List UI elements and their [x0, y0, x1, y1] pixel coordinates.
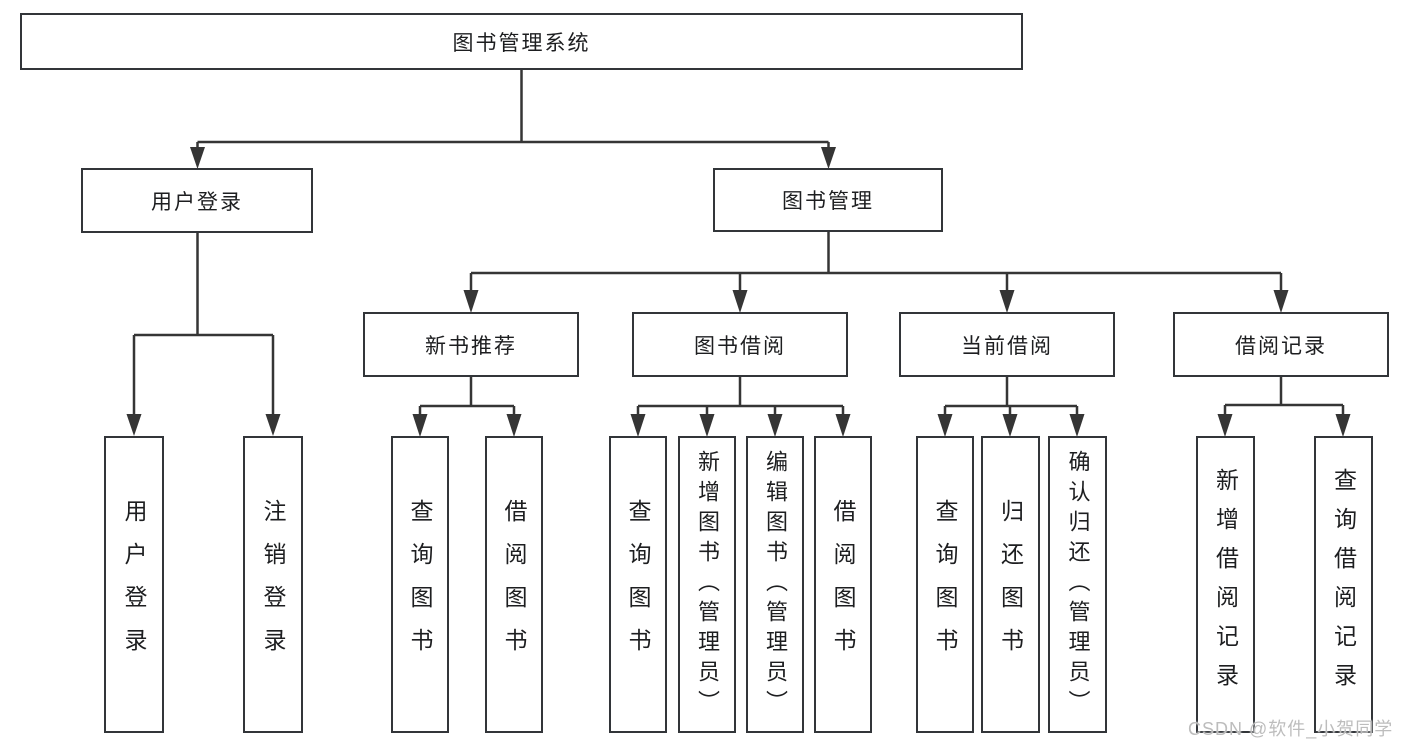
csdn-watermark: CSDN @软件_小贺同学 — [1188, 719, 1394, 739]
leaf-add-books-admin: 新增图书（管理员） — [678, 436, 736, 733]
leaf-query-books-recommend: 查询图书 — [391, 436, 449, 733]
node-book-borrow: 图书借阅 — [632, 312, 848, 377]
leaf-edit-books-admin: 编辑图书（管理员） — [746, 436, 804, 733]
node-current-borrow: 当前借阅 — [899, 312, 1115, 377]
node-borrow-records: 借阅记录 — [1173, 312, 1389, 377]
leaf-query-books-current: 查询图书 — [916, 436, 974, 733]
leaf-return-books: 归还图书 — [981, 436, 1040, 733]
node-new-book-recommend: 新书推荐 — [363, 312, 579, 377]
leaf-add-borrow-record: 新增借阅记录 — [1196, 436, 1255, 733]
leaf-user-login: 用户登录 — [104, 436, 164, 733]
leaf-query-borrow-record: 查询借阅记录 — [1314, 436, 1373, 733]
leaf-logout: 注销登录 — [243, 436, 303, 733]
node-system-root: 图书管理系统 — [20, 13, 1023, 70]
leaf-borrow-books-recommend: 借阅图书 — [485, 436, 543, 733]
node-book-management: 图书管理 — [713, 168, 943, 232]
node-user-login: 用户登录 — [81, 168, 313, 233]
leaf-borrow-books: 借阅图书 — [814, 436, 872, 733]
leaf-confirm-return-admin: 确认归还（管理员） — [1048, 436, 1107, 733]
leaf-query-books-borrow: 查询图书 — [609, 436, 667, 733]
